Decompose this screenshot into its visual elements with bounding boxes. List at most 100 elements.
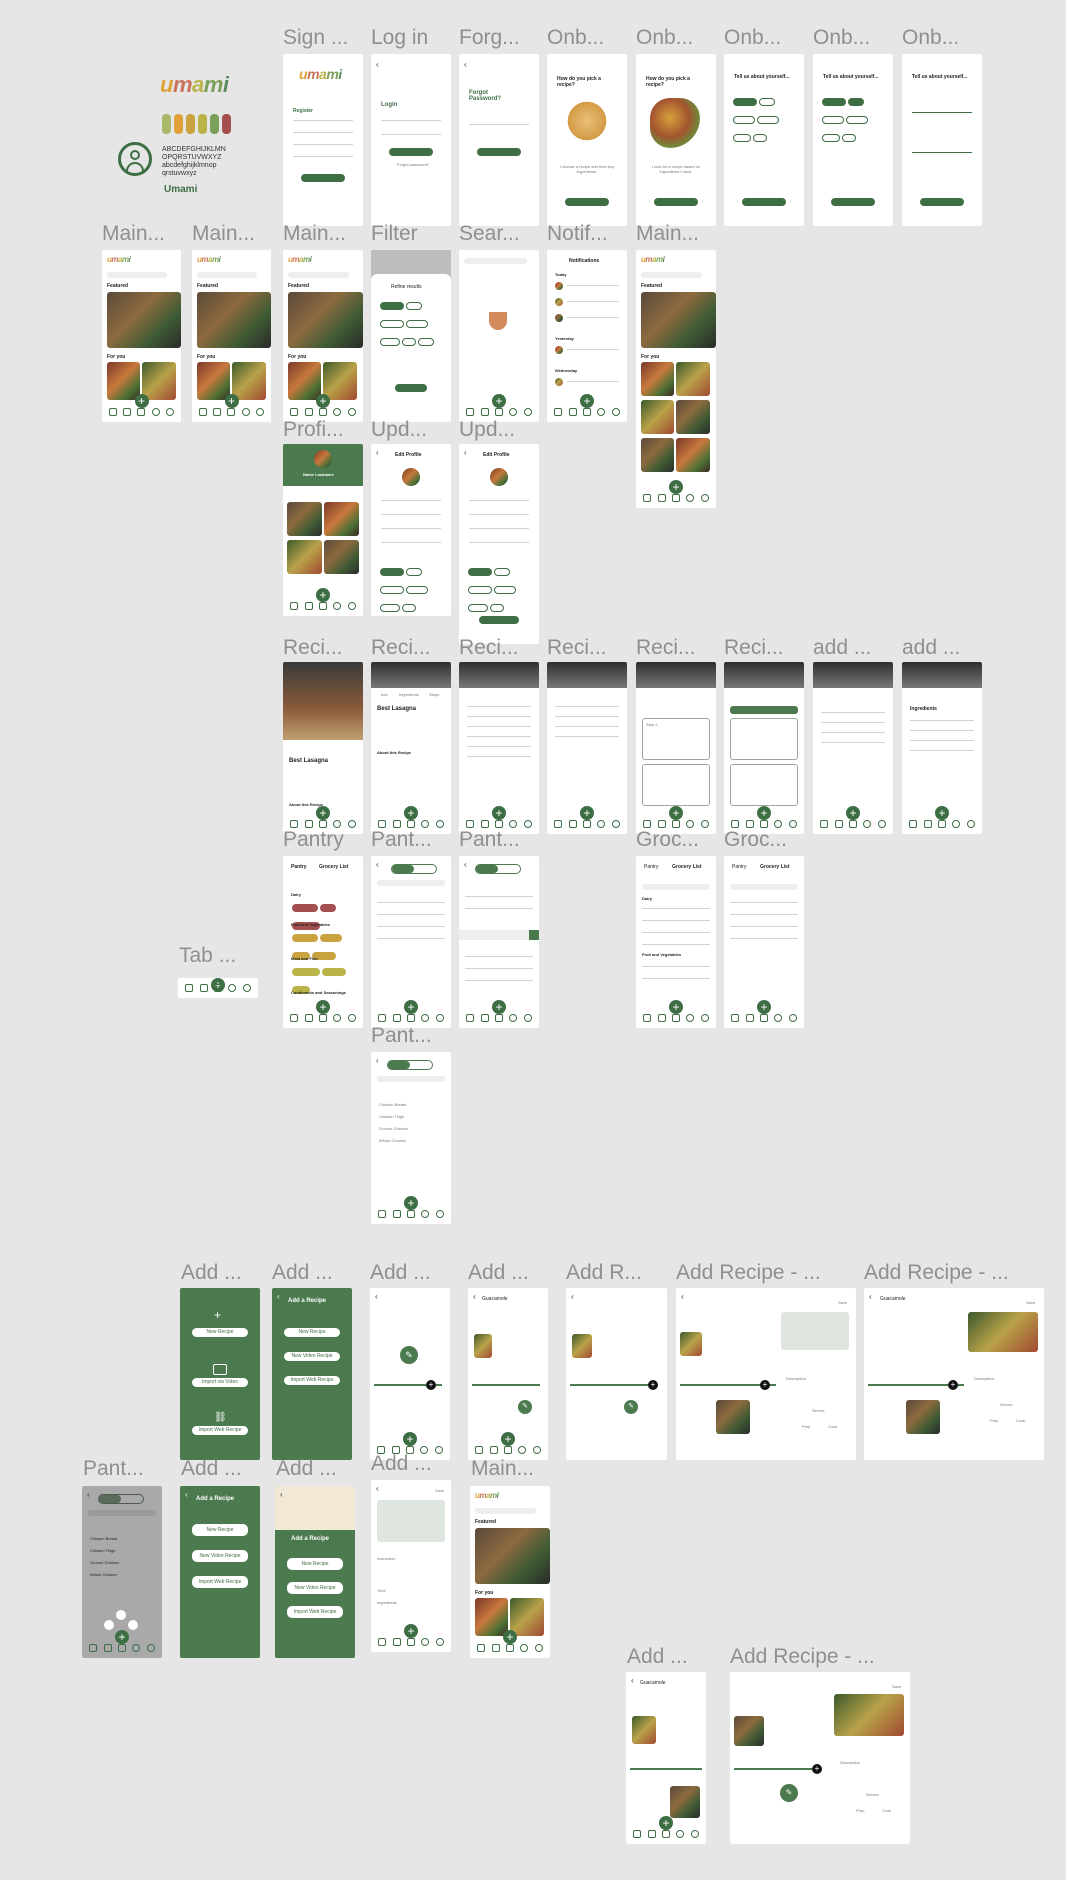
add-fab[interactable]: + bbox=[404, 806, 418, 820]
save-button[interactable]: Save bbox=[1026, 1300, 1036, 1305]
new-video-recipe-button[interactable]: New Video Recipe bbox=[287, 1582, 343, 1594]
add-ingredients-screen-1[interactable]: + bbox=[813, 662, 893, 834]
back-icon[interactable]: ‹ bbox=[376, 1484, 379, 1493]
add-fab[interactable]: + bbox=[757, 806, 771, 820]
add-fab[interactable]: + bbox=[846, 806, 860, 820]
main-screen-5[interactable]: umami Featured For you + bbox=[470, 1486, 550, 1658]
notifications-screen[interactable]: Notifications Today Yesterday Wednesday … bbox=[547, 250, 627, 422]
back-icon[interactable]: ‹ bbox=[464, 60, 467, 69]
tab-pantry[interactable]: Pantry bbox=[291, 864, 307, 870]
send-button[interactable] bbox=[477, 148, 521, 156]
tab-grocery-list[interactable]: Grocery List bbox=[760, 864, 790, 870]
back-icon[interactable]: ‹ bbox=[464, 448, 467, 457]
back-icon[interactable]: ‹ bbox=[375, 1292, 378, 1301]
filter-screen[interactable]: Refine results bbox=[371, 250, 451, 422]
select-button[interactable] bbox=[920, 198, 964, 206]
sign-up-button[interactable] bbox=[301, 174, 345, 182]
main-screen-2[interactable]: umami Featured For you + bbox=[192, 250, 271, 422]
edit-profile-screen-2[interactable]: ‹ Edit Profile bbox=[459, 444, 539, 644]
select-button[interactable] bbox=[831, 198, 875, 206]
add-fab[interactable]: + bbox=[580, 394, 594, 408]
add-fab[interactable]: + bbox=[580, 806, 594, 820]
add-fab[interactable]: + bbox=[404, 1000, 418, 1014]
pantry-add-screen-2[interactable]: ‹ + bbox=[459, 856, 539, 1028]
new-recipe-button[interactable]: New Recipe bbox=[192, 1328, 248, 1337]
tab-grocery-list[interactable]: Grocery List bbox=[319, 864, 349, 870]
import-web-recipe-button[interactable]: Import Web Recipe bbox=[192, 1426, 248, 1435]
add-a-recipe-illustrated-screen[interactable]: ‹ Add a Recipe New Recipe New Video Reci… bbox=[275, 1486, 355, 1658]
tab-info[interactable]: Info bbox=[381, 692, 388, 697]
add-fab[interactable]: + bbox=[224, 394, 239, 408]
select-button[interactable] bbox=[742, 198, 786, 206]
back-icon[interactable]: ‹ bbox=[185, 1490, 188, 1499]
back-icon[interactable]: ‹ bbox=[571, 1292, 574, 1301]
back-icon[interactable]: ‹ bbox=[376, 448, 379, 457]
pantry-item[interactable]: Chicken Breast bbox=[90, 1536, 118, 1541]
edit-profile-screen-1[interactable]: ‹ Edit Profile bbox=[371, 444, 451, 616]
pantry-item[interactable]: Whole Chicken bbox=[379, 1138, 406, 1143]
slider-track[interactable] bbox=[912, 152, 972, 153]
apply-filter-button[interactable] bbox=[395, 384, 427, 392]
onboarding-screen-3[interactable]: Tell us about yourself... bbox=[724, 54, 804, 226]
back-icon[interactable]: ‹ bbox=[376, 60, 379, 69]
back-icon[interactable]: ‹ bbox=[631, 1676, 634, 1685]
recipe-info-screen[interactable]: Best Lasagna About this Recipe + bbox=[283, 662, 363, 834]
pantry-item[interactable]: Chicken Thigh bbox=[379, 1114, 405, 1119]
pantry-item[interactable]: Whole Chicken bbox=[90, 1572, 117, 1577]
main-screen-1[interactable]: umami Featured For you + bbox=[102, 250, 181, 422]
search-input[interactable] bbox=[464, 258, 527, 264]
sign-up-screen[interactable]: umami Register bbox=[283, 54, 363, 226]
recipe-steps-expanded-screen[interactable]: + bbox=[724, 662, 804, 834]
new-recipe-button[interactable]: New Recipe bbox=[287, 1558, 343, 1570]
pantry-screen[interactable]: Pantry Grocery List Dairy Fruit and Vege… bbox=[283, 856, 363, 1028]
pantry-item[interactable]: Ground Chicken bbox=[379, 1126, 408, 1131]
add-fab[interactable]: + bbox=[492, 394, 506, 408]
select-button[interactable] bbox=[654, 198, 698, 206]
save-profile-button[interactable] bbox=[479, 616, 519, 624]
pantry-overlay-screen[interactable]: ‹ Chicken Breast Chicken Thigh Ground Ch… bbox=[82, 1486, 162, 1658]
grocery-list-screen-2[interactable]: Pantry Grocery List + bbox=[724, 856, 804, 1028]
tab-pantry[interactable]: Pantry bbox=[732, 864, 747, 870]
onboarding-screen-5[interactable]: Tell us about yourself... bbox=[902, 54, 982, 226]
back-icon[interactable]: ‹ bbox=[464, 860, 467, 869]
new-video-recipe-button[interactable]: New Video Recipe bbox=[284, 1352, 340, 1361]
back-icon[interactable]: ‹ bbox=[681, 1292, 684, 1301]
add-fab[interactable]: + bbox=[669, 1000, 683, 1014]
pantry-item[interactable]: Chicken Thigh bbox=[90, 1548, 116, 1553]
add-step-screen[interactable]: ‹ Save Instruction Time Ingredients + bbox=[371, 1480, 451, 1652]
recipe-info-tab-screen[interactable]: Info Ingredients Steps Best Lasagna Abou… bbox=[371, 662, 451, 834]
import-via-video-button[interactable]: Import via Video bbox=[192, 1378, 248, 1387]
add-recipe-timeline-screen-3[interactable]: ‹ + ✎ bbox=[566, 1288, 667, 1460]
recipe-steps-screen[interactable]: Step 2 + bbox=[636, 662, 716, 834]
add-fab[interactable]: + bbox=[316, 394, 330, 408]
grocery-list-screen-1[interactable]: Pantry Grocery List Dairy Fruit and Vege… bbox=[636, 856, 716, 1028]
onboarding-screen-2[interactable]: How do you pick a recipe? I look for a r… bbox=[636, 54, 716, 226]
tab-ingredients[interactable]: Ingredients bbox=[399, 692, 419, 697]
recipe-ingredients-check-screen[interactable]: + bbox=[547, 662, 627, 834]
add-fab[interactable]: + bbox=[757, 1000, 771, 1014]
add-a-recipe-cards-screen[interactable]: ‹ Add a Recipe New Recipe New Video Reci… bbox=[180, 1486, 260, 1658]
main-screen-scrolled[interactable]: umami Featured For you + bbox=[636, 250, 716, 508]
new-recipe-button[interactable]: New Recipe bbox=[284, 1328, 340, 1337]
back-icon[interactable]: ‹ bbox=[376, 1056, 379, 1065]
back-icon[interactable]: ‹ bbox=[869, 1292, 872, 1301]
add-fab[interactable]: + bbox=[501, 1432, 515, 1446]
save-button[interactable]: Save bbox=[838, 1300, 848, 1305]
add-recipe-menu-screen[interactable]: + New Recipe Import via Video ⛓ Import W… bbox=[180, 1288, 260, 1460]
back-icon[interactable]: ‹ bbox=[473, 1292, 476, 1301]
new-video-recipe-button[interactable]: New Video Recipe bbox=[192, 1550, 248, 1562]
add-recipe-timeline-screen-2[interactable]: ‹ Guacamole ✎ + bbox=[468, 1288, 548, 1460]
tab-steps[interactable]: Steps bbox=[429, 692, 440, 697]
onboarding-screen-1[interactable]: How do you pick a recipe? I choose a rec… bbox=[547, 54, 627, 226]
add-a-recipe-screen[interactable]: ‹ Add a Recipe New Recipe New Video Reci… bbox=[272, 1288, 352, 1460]
search-input[interactable] bbox=[107, 272, 167, 278]
slider-track[interactable] bbox=[912, 112, 972, 113]
add-recipe-timeline-screen-1[interactable]: ‹ ✎ + + bbox=[370, 1288, 450, 1460]
add-fab[interactable]: + bbox=[935, 806, 949, 820]
add-fab[interactable]: + bbox=[404, 1196, 418, 1210]
save-button[interactable]: Save bbox=[892, 1684, 902, 1689]
add-fab[interactable]: + bbox=[316, 1000, 330, 1014]
tab-grocery-list[interactable]: Grocery List bbox=[672, 864, 702, 870]
add-fab[interactable]: + bbox=[669, 806, 683, 820]
forgot-password-screen[interactable]: ‹ Forgot Password? bbox=[459, 54, 539, 226]
